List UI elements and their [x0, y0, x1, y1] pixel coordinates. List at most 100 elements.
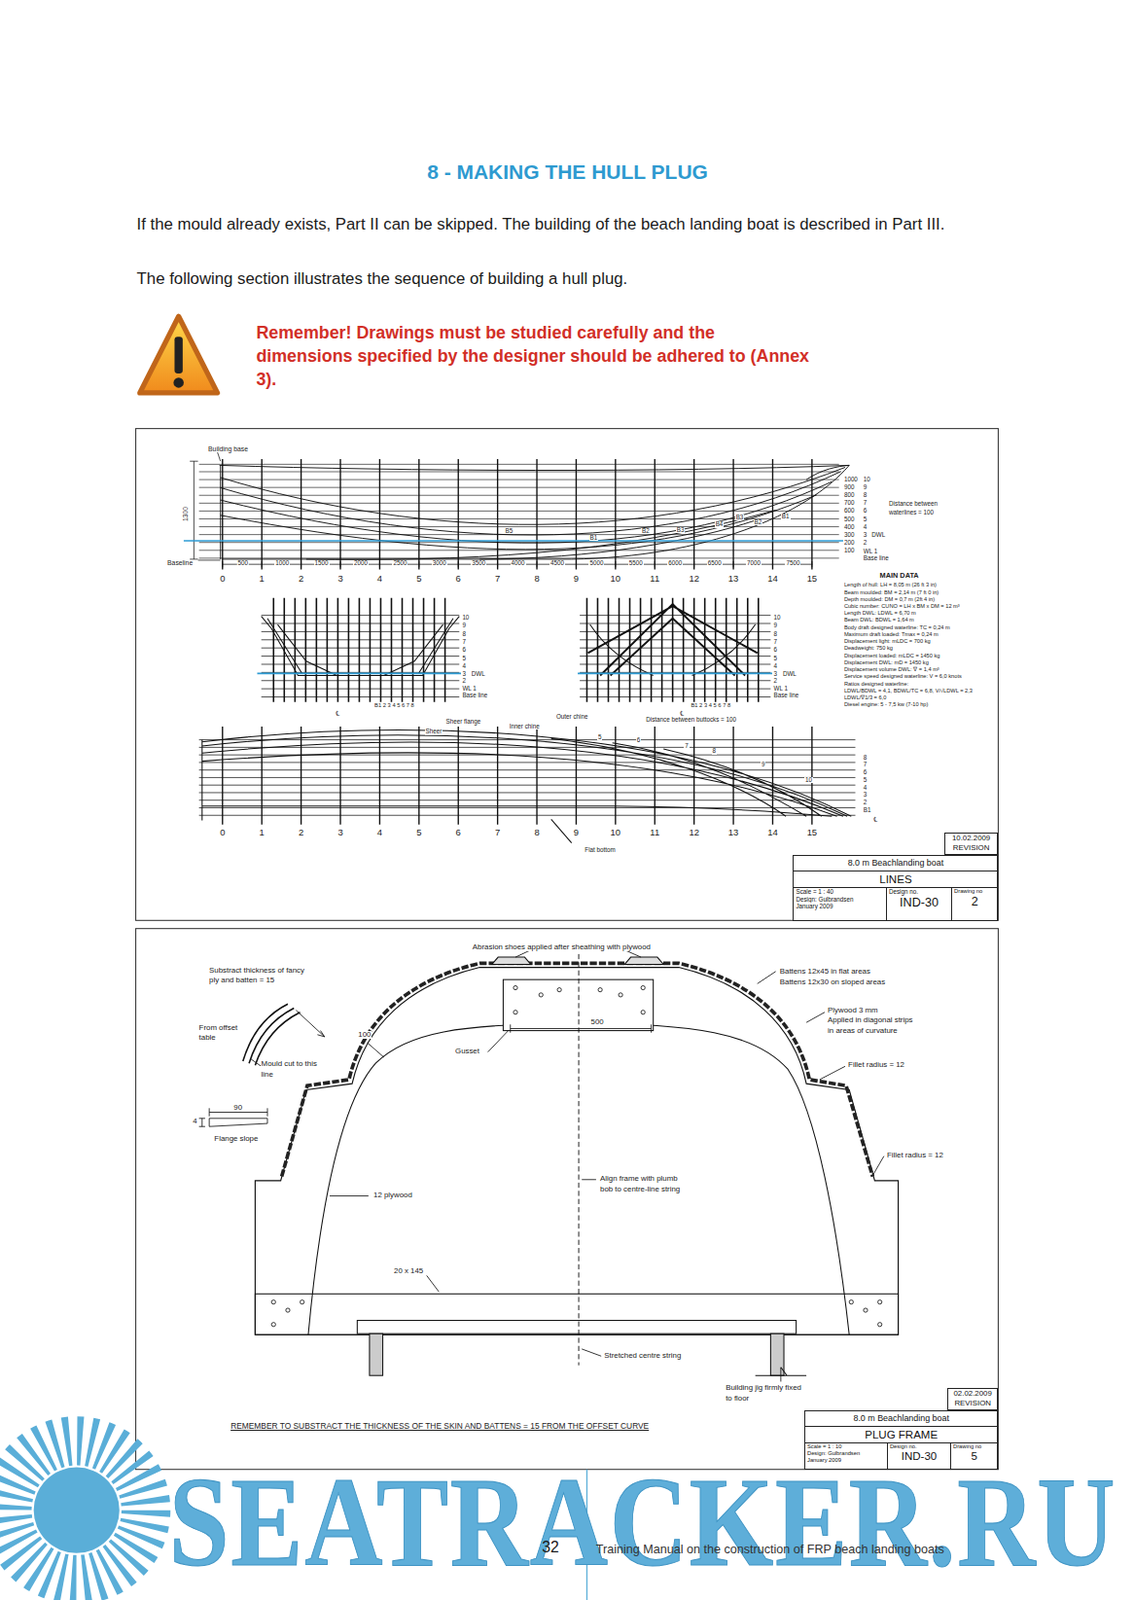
part-name: Baseline	[166, 560, 194, 567]
body-plans	[256, 598, 778, 703]
station-number: 2	[297, 573, 305, 583]
buttock-number: 10	[804, 777, 814, 783]
station-number: 13	[727, 573, 741, 583]
waterline-height: 400	[843, 524, 855, 531]
note-text: Building jig firmly fixed to floor	[724, 1382, 807, 1404]
warning-icon	[140, 316, 218, 393]
waterline-number: 7	[460, 638, 467, 645]
table-heading: MAIN DATA	[879, 571, 921, 579]
buttock-label: B2	[753, 519, 764, 526]
buttock-number: 6	[862, 769, 869, 776]
waterline-number: 2	[862, 539, 869, 546]
watermark: SEATRACKER.RU	[168, 1457, 1118, 1586]
station-number: 3	[336, 827, 344, 837]
waterline-number: WL 1	[772, 685, 788, 692]
title-block-text: IND-30	[886, 895, 952, 911]
station-number: 1	[258, 827, 266, 837]
waterline-number: 4	[460, 663, 467, 670]
waterline-number: WL 1	[460, 685, 477, 692]
waterline-number: 8	[862, 492, 869, 498]
main-data-line: Diesel engine: 5 - 7,5 kw (7-10 hp)	[843, 702, 929, 709]
note-text: Substract thickness of fancy ply and bat…	[208, 965, 308, 987]
buttock-numbers: B1 2 3 4 5 6 7 8	[689, 703, 732, 709]
part-name: Outer chine	[555, 713, 589, 720]
title-block-text: REVISION	[945, 843, 998, 852]
station-number: 5	[415, 827, 423, 837]
waterline-height: 1000	[843, 476, 859, 483]
main-data-line: Service speed designed waterline: V = 6,…	[843, 673, 963, 680]
body-text: The following section illustrates the se…	[136, 271, 630, 288]
profile-view	[183, 449, 852, 570]
main-data-line: Depth moulded: DM = 0,7 m (2ft 4 in)	[843, 597, 936, 603]
buttock-number: 7	[683, 743, 690, 749]
buttock-label: B1	[589, 534, 600, 541]
waterline-number: 6	[772, 646, 779, 653]
title-block-text: PLUG FRAME	[805, 1426, 997, 1444]
station-number: 12	[687, 827, 701, 837]
waterline-height: 900	[843, 484, 855, 491]
waterline-number: 7	[772, 638, 779, 645]
dimension-value: 3500	[470, 560, 487, 567]
waterline-number: 3	[772, 671, 779, 677]
station-number: 13	[727, 827, 741, 837]
buttock-numbers: B1 2 3 4 5 6 7 8	[373, 703, 416, 709]
station-number: 15	[806, 827, 819, 837]
dimension-value: 7000	[745, 560, 762, 567]
waterline-number: 9	[460, 622, 467, 629]
waterline-number: Base line	[772, 692, 800, 699]
title-block-text: IND-30	[887, 1450, 951, 1464]
waterline-height: 700	[843, 499, 855, 506]
note-text: Distance between buttocks = 100	[644, 716, 738, 723]
station-number: 8	[532, 827, 540, 837]
dimension-value: 4500	[549, 560, 566, 567]
part-name: Flat bottom	[583, 847, 616, 853]
station-number: 0	[218, 573, 226, 583]
plan-view	[199, 726, 856, 844]
waterline-height: 300	[843, 531, 855, 538]
station-number: 2	[297, 827, 305, 837]
part-name: Flange slope	[212, 1134, 259, 1143]
station-number: 14	[766, 827, 780, 837]
part-name: 12 plywood	[372, 1191, 414, 1200]
waterline-number: WL 1	[862, 548, 879, 555]
waterline-number: 5	[772, 655, 779, 662]
station-number: 7	[494, 827, 501, 837]
dimension-value: 100	[356, 1030, 372, 1039]
title-block-cell: Scale = 1 : 10Design: GulbrandsenJanuary…	[805, 1443, 887, 1469]
title-block: 8.0 m Beachlanding boatLINESScale = 1 : …	[792, 854, 998, 921]
note-text: Align frame with plumb bob to centre-lin…	[599, 1173, 683, 1195]
station-number: 4	[376, 827, 384, 837]
waterline-number: 10	[460, 614, 470, 621]
waterline-number: DWL	[781, 671, 798, 677]
station-number: 6	[455, 827, 462, 837]
centreline-symbol: ℄	[872, 815, 879, 823]
title-block-text: 8.0 m Beachlanding boat	[793, 855, 997, 872]
station-number: 9	[572, 827, 580, 837]
waterline-number: 3	[460, 671, 467, 677]
waterline-number: 2	[460, 677, 467, 684]
station-number: 3	[336, 573, 344, 583]
waterline-number: 3	[862, 531, 869, 538]
note-text: Applied in diagonal strips	[826, 1016, 914, 1025]
part-name: Inner chine	[508, 723, 541, 730]
dimension-value: 2000	[353, 560, 369, 567]
dimension-value: 500	[237, 560, 249, 567]
waterline-number: 8	[460, 631, 467, 638]
waterline-height: 800	[843, 492, 855, 498]
main-data-line: Beam DWL: BDWL = 1,64 m	[843, 617, 916, 624]
title-block: 02.02.2009REVISION	[947, 1387, 998, 1411]
note-text: Fillet radius = 12	[847, 1061, 906, 1069]
body-text: If the mould already exists, Part II can…	[136, 213, 1027, 237]
note-text: Plywood 3 mm	[826, 1006, 880, 1015]
station-number: 8	[532, 573, 540, 583]
main-data-line: LDWL/∇1/3 = 6,0	[843, 695, 887, 702]
footer-text: Training Manual on the construction of F…	[595, 1543, 946, 1557]
dimension-value: 6000	[667, 560, 683, 567]
dimension-value: 7500	[784, 560, 801, 567]
station-number: 1	[258, 573, 266, 583]
title-block-text: Drawing no	[952, 887, 997, 895]
buttock-number: 9	[760, 761, 767, 768]
buttock-label: B3	[675, 527, 686, 533]
waterline-number: 9	[862, 484, 869, 491]
